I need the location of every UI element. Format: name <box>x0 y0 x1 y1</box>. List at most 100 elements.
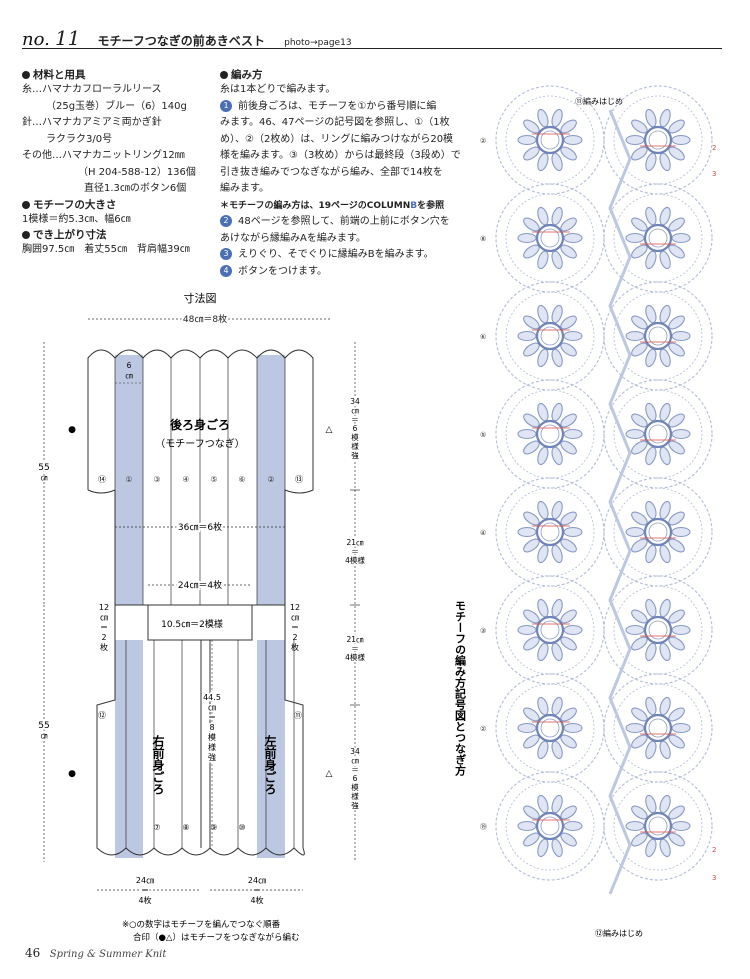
svg-text:③: ③ <box>153 475 160 484</box>
materials-line: （H 204-588-12）136個 <box>78 166 196 178</box>
garment-outline <box>87 349 314 856</box>
strip-highlight <box>257 355 285 605</box>
materials-line: 糸…ハマナカフローラルリース <box>22 84 162 95</box>
page-header: no. 11 モチーフつなぎの前あきベスト photo→page13 <box>22 26 352 50</box>
svg-text:＝: ＝ <box>351 415 359 424</box>
neck-width-label: 24㎝＝4枚 <box>178 579 222 591</box>
join-accent <box>532 133 676 147</box>
svg-text:強: 強 <box>208 752 216 762</box>
join-accent <box>532 427 676 441</box>
svg-text:模: 模 <box>208 732 216 742</box>
left-front-label: 左前身ごろ <box>263 734 277 795</box>
svg-text:＝: ＝ <box>100 623 108 632</box>
step-number-icon: 2 <box>220 215 232 227</box>
svg-text:＝: ＝ <box>351 644 359 653</box>
strip-width-unit: ㎝ <box>125 371 133 380</box>
svg-text:模: 模 <box>351 432 359 442</box>
method-step-2-line: あけながら縁編みAを編みます。 <box>220 232 366 244</box>
materials-line: 針…ハマナカアミアミ両かぎ針 <box>22 117 162 128</box>
svg-text:24㎝: 24㎝ <box>136 876 154 885</box>
height-top-label: 55 <box>38 463 49 473</box>
photo-reference: photo→page13 <box>284 38 352 48</box>
svg-text:様: 様 <box>208 742 216 752</box>
materials-line: （25g玉巻）ブルー（6）140g <box>46 100 187 112</box>
motif-flower <box>603 85 713 195</box>
right-front-label: 右前身ごろ <box>151 734 165 795</box>
row-mark: ④ <box>480 529 486 537</box>
row-mark: ⑤ <box>480 431 486 439</box>
svg-text:4模様: 4模様 <box>345 652 365 662</box>
bullet-mark-icon: ● <box>68 425 76 435</box>
svg-text:＝: ＝ <box>253 886 261 895</box>
motif-flower <box>495 281 605 391</box>
svg-text:㎝: ㎝ <box>100 613 108 622</box>
page-number: 46 <box>25 946 41 960</box>
svg-text:＝: ＝ <box>208 713 216 722</box>
start-label-top: ⑪編みはじめ <box>575 96 623 106</box>
neck-box <box>147 604 253 641</box>
header-number: 11 <box>54 26 81 50</box>
join-accent <box>532 231 676 245</box>
method-step-1-line: 編みます。 <box>220 183 269 194</box>
motif-flower <box>603 575 713 685</box>
motif-chart-title: モチーフの編み方記号図とつなぎ方 <box>454 600 467 777</box>
motif-flower <box>603 771 713 881</box>
join-accent <box>532 329 676 343</box>
step-number-icon: 4 <box>220 264 232 277</box>
triangle-mark-icon: △ <box>326 425 333 435</box>
row-mark: ② <box>480 137 486 145</box>
height-bottom-label: 55 <box>38 721 49 731</box>
motif-number: ⑬ <box>295 475 303 484</box>
back-body-sublabel: （モチーフつなぎ） <box>155 437 244 450</box>
materials-line: その他…ハマナカニットリング12㎜ <box>22 150 185 161</box>
svg-text:枚: 枚 <box>291 642 299 652</box>
footer-text: Spring & Summer Knit <box>49 949 167 960</box>
method-step-1-line: 様を編みます。③（3枚め）からは最終段（3段め）で <box>220 150 461 161</box>
step-number-icon: 3 <box>220 248 232 260</box>
motif-number: ⑩ <box>238 823 245 832</box>
method-heading: 編み方 <box>220 68 470 82</box>
motif-size-text: 1模様＝約5.3㎝、幅6㎝ <box>22 213 131 225</box>
svg-text:6: 6 <box>353 774 358 783</box>
svg-text:8: 8 <box>209 723 214 732</box>
svg-text:4枚: 4枚 <box>138 895 151 905</box>
row-mark: ⑥ <box>480 333 486 341</box>
svg-text:㎝: ㎝ <box>41 474 48 482</box>
method-step-1-line: みます。46、47ページの記号図を参照し、①（1枚 <box>220 117 450 128</box>
bullet-icon <box>22 200 30 209</box>
strip-width-label: 6 <box>127 361 132 370</box>
svg-text:6: 6 <box>353 424 358 433</box>
row-mark: ② <box>480 725 486 733</box>
svg-text:②: ② <box>267 475 274 484</box>
bullet-icon <box>22 231 30 239</box>
header-rule <box>22 48 722 49</box>
svg-text:強: 強 <box>351 800 359 810</box>
svg-text:⑤: ⑤ <box>210 475 217 484</box>
join-accent <box>532 819 676 833</box>
bullet-mark-icon: ● <box>68 769 76 779</box>
svg-text:様: 様 <box>351 441 359 451</box>
materials-heading: 材料と用具 <box>22 68 222 82</box>
svg-text:4模様: 4模様 <box>345 555 365 565</box>
motif-number: ⑧ <box>182 823 189 832</box>
svg-text:34: 34 <box>350 747 360 756</box>
motif-flower <box>603 673 713 783</box>
svg-text:2: 2 <box>292 633 297 642</box>
method-note: ＊モチーフの編み方は、19ページのCOLUMNBを参照 <box>220 200 445 211</box>
triangle-mark-icon: △ <box>326 769 333 779</box>
pointer-mark: 2 <box>712 144 716 152</box>
svg-text:㎝: ㎝ <box>351 756 359 765</box>
page-footer: 46 Spring & Summer Knit <box>25 946 166 960</box>
strip-highlight <box>115 355 143 605</box>
motif-number: ⑦ <box>153 823 160 832</box>
step-number-icon: 1 <box>220 99 232 112</box>
svg-text:㎝: ㎝ <box>291 613 299 622</box>
finished-size-text: 胸囲97.5㎝ 着丈55㎝ 背肩幅39㎝ <box>22 244 190 255</box>
method-step-1-line: 引き抜き編みでつなぎながら編み、全部で14枚を <box>220 166 443 178</box>
svg-text:⑥: ⑥ <box>238 475 245 484</box>
